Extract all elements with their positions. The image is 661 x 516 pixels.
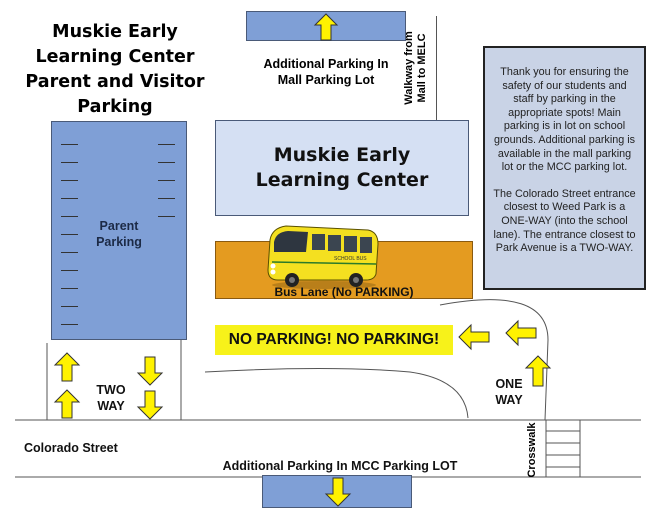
parent-parking-label-line-1: Parent bbox=[99, 219, 139, 233]
map-title: Muskie Early Learning Center Parent and … bbox=[6, 20, 224, 120]
no-parking-banner: NO PARKING! NO PARKING! bbox=[215, 325, 453, 355]
one-way-label-line-2: WAY bbox=[495, 393, 523, 407]
title-line-4: Parking bbox=[77, 97, 153, 117]
up-arrow-icon bbox=[313, 13, 339, 41]
up-arrow-icon bbox=[53, 352, 81, 382]
crosswalk-label: Crosswalk bbox=[526, 422, 538, 478]
title-line-3: Parent and Visitor bbox=[25, 72, 205, 92]
up-arrow-icon bbox=[53, 389, 81, 419]
parent-parking-lot bbox=[51, 121, 187, 340]
building-label-line-2: Learning Center bbox=[255, 169, 429, 191]
up-arrow-icon bbox=[524, 355, 552, 387]
down-arrow-icon bbox=[136, 390, 164, 420]
mall-parking-label: Additional Parking In Mall Parking Lot bbox=[246, 56, 406, 88]
mcc-parking-label: Additional Parking In MCC Parking LOT bbox=[222, 459, 458, 473]
down-arrow-icon bbox=[136, 356, 164, 386]
mall-parking-label-line-1: Additional Parking In bbox=[263, 57, 389, 71]
school-bus-icon: SCHOOL BUS bbox=[267, 225, 379, 289]
walkway-edge bbox=[436, 16, 437, 120]
left-arrow-icon bbox=[458, 323, 490, 351]
parent-parking-label-line-2: Parking bbox=[96, 235, 142, 249]
left-arrow-icon bbox=[505, 319, 537, 347]
down-arrow-icon bbox=[324, 477, 352, 507]
title-line-2: Learning Center bbox=[35, 47, 195, 67]
info-paragraph-2: The Colorado Street entrance closest to … bbox=[493, 187, 636, 255]
school-building: Muskie Early Learning Center bbox=[215, 120, 469, 216]
info-box: Thank you for ensuring the safety of our… bbox=[483, 46, 646, 290]
street-label: Colorado Street bbox=[24, 441, 118, 455]
bus-side-text: SCHOOL BUS bbox=[334, 256, 367, 262]
building-label-line-1: Muskie Early bbox=[273, 144, 411, 166]
one-way-label-line-1: ONE bbox=[495, 377, 523, 391]
bus-lane-label: Bus Lane (No PARKING) bbox=[274, 285, 414, 299]
title-line-1: Muskie Early bbox=[52, 22, 178, 42]
crosswalk-stripes bbox=[545, 420, 581, 477]
info-paragraph-1: Thank you for ensuring the safety of our… bbox=[493, 66, 636, 174]
two-way-label: TWO WAY bbox=[86, 382, 136, 414]
two-way-label-line-2: WAY bbox=[97, 399, 125, 413]
two-way-label-line-1: TWO bbox=[96, 383, 126, 397]
one-way-label: ONE WAY bbox=[484, 376, 534, 408]
mall-parking-label-line-2: Mall Parking Lot bbox=[277, 73, 375, 87]
parent-parking-label: Parent Parking bbox=[51, 218, 187, 250]
